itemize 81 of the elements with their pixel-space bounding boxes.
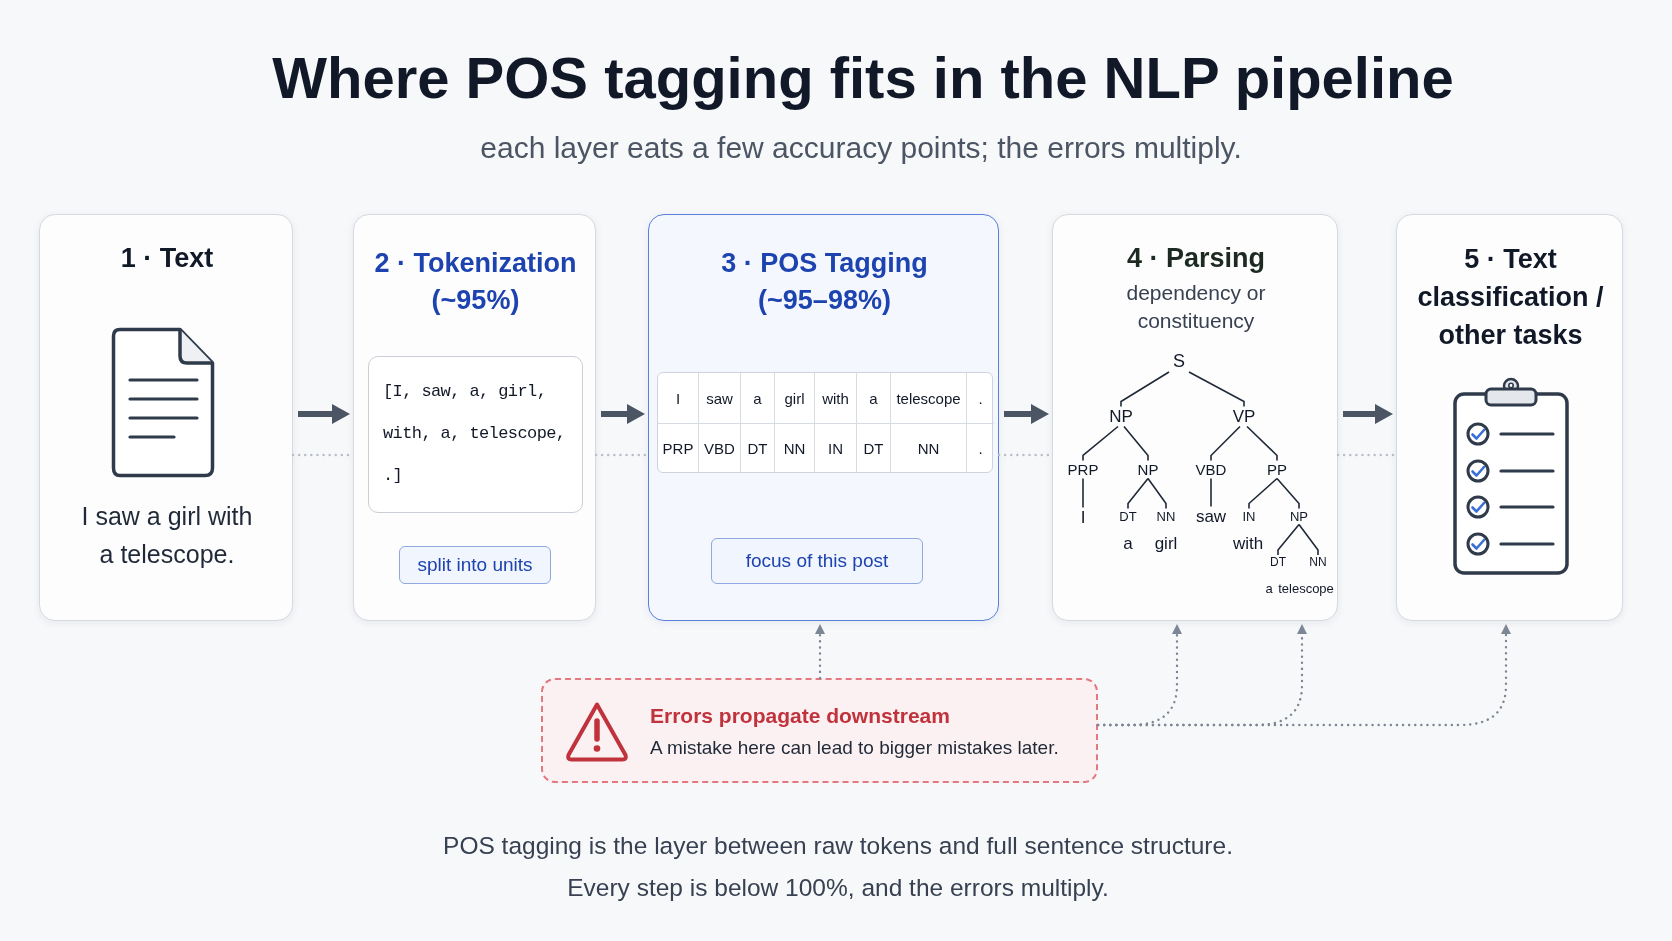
flow-arrow xyxy=(1343,404,1393,424)
tree-tag: PRP xyxy=(1067,461,1099,477)
token-list-box xyxy=(368,356,583,513)
stage-card xyxy=(353,214,596,621)
tree-word: a xyxy=(1123,534,1133,552)
stage-title: 4 · Parsing xyxy=(1127,242,1265,275)
token-text: girl xyxy=(774,373,814,423)
tree-tag: NN xyxy=(1309,556,1327,568)
tree-word: I xyxy=(1080,508,1086,526)
token-list: [I, saw, a, girl, with, a, telescope, .] xyxy=(383,371,577,497)
tree-word: telescope xyxy=(1278,581,1334,595)
stage-title: 5 · Text classification / other tasks xyxy=(1416,243,1605,352)
tree-branch-line xyxy=(1188,371,1245,408)
stage-subtitle: dependency or constituency xyxy=(1125,280,1267,334)
warning-callout xyxy=(541,678,1098,783)
tree-word: with xyxy=(1232,534,1264,552)
tree-branch-line xyxy=(1120,371,1170,408)
pos-tag: NN xyxy=(890,423,966,472)
tree-branch-line xyxy=(1298,523,1319,556)
pos-tag: IN xyxy=(814,423,856,472)
note-text: focus of this post xyxy=(745,549,889,573)
token-text: a xyxy=(856,373,890,423)
pos-tag: VBD xyxy=(698,423,740,472)
tree-word: saw xyxy=(1195,507,1227,525)
flow-arrow xyxy=(298,404,350,424)
tree-word: girl xyxy=(1154,534,1178,552)
tree-tag: NP xyxy=(1109,407,1133,425)
tree-branch-line xyxy=(1123,425,1149,462)
diagram-title: Where POS tagging fits in the NLP pipeline xyxy=(272,44,1454,112)
warning-text: A mistake here can lead to bigger mistakes later. xyxy=(650,736,1059,760)
flow-arrow xyxy=(601,404,645,424)
pos-tag: DT xyxy=(740,423,774,472)
tree-tag: NP xyxy=(1137,461,1159,477)
token-text: telescope xyxy=(890,373,966,423)
stage-title: 2 · Tokenization (~95%) xyxy=(373,247,578,317)
highlighted-stage-card xyxy=(648,214,999,621)
pos-tag: . xyxy=(966,423,994,472)
subtitle: each layer eats a few accuracy points; the errors multiply. xyxy=(480,130,1242,166)
token-text: with xyxy=(814,373,856,423)
note-pill xyxy=(399,546,551,584)
token-text: saw xyxy=(698,373,740,423)
tree-tag: S xyxy=(1173,352,1185,370)
stage-title: 3 · POS Tagging (~95–98%) xyxy=(720,247,929,317)
tree-branch-line xyxy=(1277,523,1300,556)
tree-branch-line xyxy=(1246,425,1278,462)
tree-tag: DT xyxy=(1270,556,1286,568)
warning-title: Errors propagate downstream xyxy=(650,703,950,729)
token-text: . xyxy=(966,373,994,423)
tree-tag: IN xyxy=(1242,509,1256,523)
flow-arrow xyxy=(1004,404,1049,424)
tree-branch-line xyxy=(1210,477,1212,508)
tree-word: a xyxy=(1265,581,1273,595)
tree-tag: VP xyxy=(1232,407,1256,425)
token-text: I xyxy=(674,388,682,409)
pos-tag: PRP xyxy=(658,423,698,472)
tree-tag: DT xyxy=(1119,509,1137,523)
tree-tag: VBD xyxy=(1195,461,1227,477)
tree-tag: NN xyxy=(1156,509,1176,523)
dotted-arrow xyxy=(815,624,825,680)
stage-card xyxy=(39,214,293,621)
stage-card xyxy=(1396,214,1623,621)
caption-text: POS tagging is the layer between raw tokens and full sentence structure. xyxy=(443,831,1233,861)
tree-branch-line xyxy=(1082,477,1084,509)
pos-tag: DT xyxy=(856,423,890,472)
stage-card xyxy=(1052,214,1338,621)
tree-tag: PP xyxy=(1267,461,1287,477)
note-pill xyxy=(711,538,923,584)
tree-tag: NP xyxy=(1289,509,1309,523)
stage-title: 1 · Text xyxy=(120,242,214,275)
tree-branch-line xyxy=(1082,425,1119,462)
tree-branch-line xyxy=(1276,477,1300,510)
tree-branch-line xyxy=(1127,477,1149,510)
tree-branch-line xyxy=(1248,477,1278,510)
token-text: a xyxy=(740,373,774,423)
example-sentence: I saw a girl with a telescope. xyxy=(80,501,254,570)
tree-branch-line xyxy=(1147,477,1167,510)
caption-text: Every step is below 100%, and the errors multiply. xyxy=(567,873,1109,903)
dotted-arrow xyxy=(1096,624,1511,727)
pos-tag: NN xyxy=(774,423,814,472)
tree-branch-line xyxy=(1210,425,1241,462)
note-text: split into units xyxy=(417,553,533,577)
